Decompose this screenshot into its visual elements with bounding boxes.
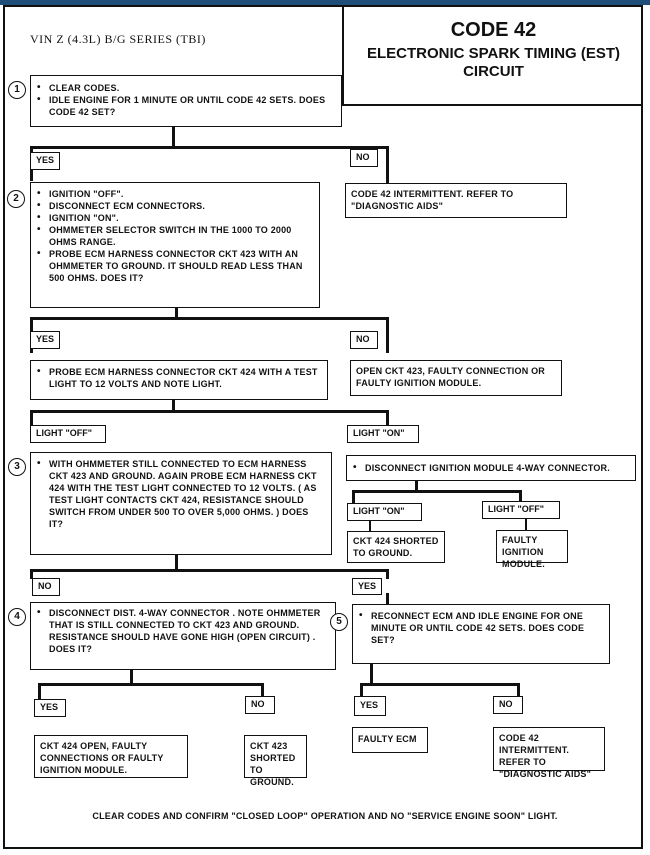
result-ckt424-open: CKT 424 OPEN, FAULTY CONNECTIONS OR FAUL…	[34, 735, 188, 778]
step-number-4: 4	[8, 608, 26, 626]
connector-line	[525, 519, 527, 530]
connector-line	[30, 410, 389, 413]
step-3-line: WITH OHMMETER STILL CONNECTED TO ECM HAR…	[37, 458, 325, 530]
connector-line	[261, 683, 264, 696]
result-code42-intermittent-2: CODE 42 INTERMITTENT. REFER TO "DIAGNOST…	[493, 727, 605, 779]
connector-line	[519, 490, 522, 502]
light-off-label: LIGHT "OFF"	[30, 425, 106, 443]
result-ckt423-shorted: CKT 423 SHORTED TO GROUND.	[244, 735, 307, 787]
window-top-bar	[0, 0, 650, 5]
step-4-line: DISCONNECT DIST. 4-WAY CONNECTOR . NOTE …	[37, 607, 329, 655]
yes-label: YES	[30, 152, 60, 170]
disconnect-ignition-box: DISCONNECT IGNITION MODULE 4-WAY CONNECT…	[346, 455, 636, 481]
disconnect-ignition-line: DISCONNECT IGNITION MODULE 4-WAY CONNECT…	[353, 462, 629, 474]
step-number-5: 5	[330, 613, 348, 631]
connector-line	[352, 490, 522, 493]
vin-series-label: VIN Z (4.3L) B/G SERIES (TBI)	[30, 32, 206, 46]
connector-line	[386, 569, 389, 579]
step-2-box: IGNITION "OFF". DISCONNECT ECM CONNECTOR…	[30, 182, 320, 308]
code-title: CODE 42	[450, 19, 537, 41]
connector-line	[130, 670, 133, 685]
step-3-box: WITH OHMMETER STILL CONNECTED TO ECM HAR…	[30, 452, 332, 555]
connector-line	[352, 490, 355, 504]
connector-line	[175, 555, 178, 571]
step-5-line: RECONNECT ECM AND IDLE ENGINE FOR ONE MI…	[359, 610, 603, 646]
step-number-2: 2	[7, 190, 25, 208]
connector-line	[172, 400, 175, 412]
step-2-line: IGNITION "ON".	[37, 212, 313, 224]
light-on-label: LIGHT "ON"	[347, 425, 419, 443]
step-number-3: 3	[8, 458, 26, 476]
step-5-box: RECONNECT ECM AND IDLE ENGINE FOR ONE MI…	[352, 604, 610, 664]
circuit-title: ELECTRONIC SPARK TIMING (EST) CIRCUIT	[366, 45, 621, 80]
step-1-box: CLEAR CODES. IDLE ENGINE FOR 1 MINUTE OR…	[30, 75, 342, 127]
connector-line	[30, 317, 389, 320]
no-label: NO	[350, 149, 378, 167]
connector-line	[30, 569, 33, 579]
light-on-label: LIGHT "ON"	[347, 503, 422, 521]
footer-instruction: CLEAR CODES AND CONFIRM "CLOSED LOOP" OP…	[92, 811, 558, 821]
yes-label: YES	[34, 699, 66, 717]
title-box: CODE 42 ELECTRONIC SPARK TIMING (EST) CI…	[342, 5, 643, 106]
probe-ckt424-line: PROBE ECM HARNESS CONNECTOR CKT 424 WITH…	[37, 366, 321, 390]
yes-label: YES	[352, 578, 382, 595]
result-faulty-ecm: FAULTY ECM	[352, 727, 428, 753]
light-off-label: LIGHT "OFF"	[482, 501, 560, 519]
step-2-line: DISCONNECT ECM CONNECTORS.	[37, 200, 313, 212]
result-code42-intermittent: CODE 42 INTERMITTENT. REFER TO "DIAGNOST…	[345, 183, 567, 218]
connector-line	[386, 317, 389, 353]
page-frame	[3, 5, 643, 849]
step-2-line: OHMMETER SELECTOR SWITCH IN THE 1000 TO …	[37, 224, 313, 248]
connector-line	[172, 126, 175, 148]
connector-line	[369, 520, 371, 532]
step-1-line: CLEAR CODES.	[37, 82, 335, 94]
step-2-line: IGNITION "OFF".	[37, 188, 313, 200]
step-4-box: DISCONNECT DIST. 4-WAY CONNECTOR . NOTE …	[30, 602, 336, 670]
no-label: NO	[32, 578, 60, 596]
yes-label: YES	[30, 331, 60, 349]
connector-line	[30, 146, 389, 149]
connector-line	[517, 683, 520, 697]
step-1-line: IDLE ENGINE FOR 1 MINUTE OR UNTIL CODE 4…	[37, 94, 335, 118]
connector-line	[38, 683, 264, 686]
result-open-ckt423: OPEN CKT 423, FAULTY CONNECTION OR FAULT…	[350, 360, 562, 396]
no-label: NO	[245, 696, 275, 714]
no-label: NO	[350, 331, 378, 349]
connector-line	[386, 146, 389, 183]
connector-line	[360, 683, 363, 698]
connector-line	[415, 480, 418, 492]
connector-line	[30, 569, 389, 572]
result-ckt424-shorted: CKT 424 SHORTED TO GROUND.	[347, 531, 445, 563]
connector-line	[175, 307, 178, 319]
step-2-line: PROBE ECM HARNESS CONNECTOR CKT 423 WITH…	[37, 248, 313, 284]
connector-line	[360, 683, 520, 686]
probe-ckt424-box: PROBE ECM HARNESS CONNECTOR CKT 424 WITH…	[30, 360, 328, 400]
connector-line	[386, 593, 389, 605]
yes-label: YES	[354, 696, 386, 716]
connector-line	[38, 683, 41, 700]
result-faulty-ignition-module: FAULTY IGNITION MODULE.	[496, 530, 568, 569]
no-label: NO	[493, 696, 523, 714]
connector-line	[370, 663, 373, 685]
step-number-1: 1	[8, 81, 26, 99]
